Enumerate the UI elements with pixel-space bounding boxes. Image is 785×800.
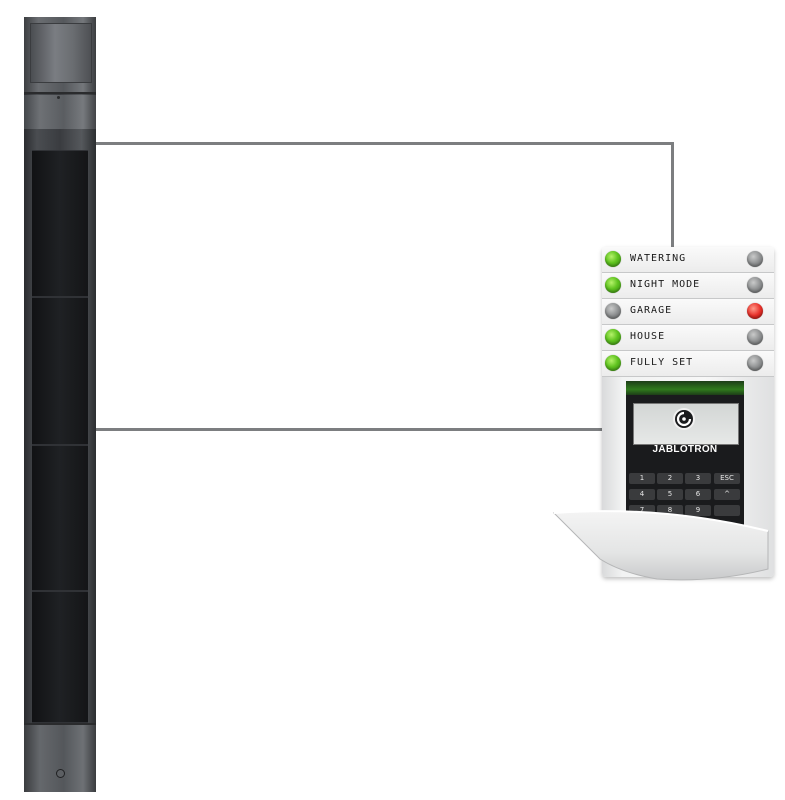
segment-led-left[interactable] xyxy=(605,277,621,293)
connection-line-right xyxy=(671,142,674,252)
segment-label: FULLY SET xyxy=(630,357,694,368)
segment-led-left[interactable] xyxy=(605,303,621,319)
connection-line-top xyxy=(96,142,674,145)
key-7[interactable]: 7 xyxy=(629,505,655,516)
segment-led-left[interactable] xyxy=(605,251,621,267)
column-cap-lens xyxy=(30,23,92,83)
jablotron-logo-icon xyxy=(673,408,695,430)
collar-dot-icon xyxy=(57,96,60,99)
segment-led-left[interactable] xyxy=(605,355,621,371)
segment-led-right[interactable] xyxy=(747,329,763,345)
segment-watering[interactable]: WATERING xyxy=(602,247,774,273)
brand-name: JABLOTRON xyxy=(652,444,718,455)
segment-led-left[interactable] xyxy=(605,329,621,345)
segment-fully-set[interactable]: FULLY SET xyxy=(602,351,774,377)
key-9[interactable]: 9 xyxy=(685,505,711,516)
connection-line-bottom xyxy=(96,428,608,431)
key-2[interactable]: 2 xyxy=(657,473,683,484)
segment-label: WATERING xyxy=(630,253,687,264)
segment-garage[interactable]: GARAGE xyxy=(602,299,774,325)
key-6[interactable]: 6 xyxy=(685,489,711,500)
segment-led-right[interactable] xyxy=(747,355,763,371)
access-keypad: WATERING NIGHT MODE GARAGE HOUSE FULLY S… xyxy=(552,247,774,583)
segment-label: GARAGE xyxy=(630,305,673,316)
key-8[interactable]: 8 xyxy=(657,505,683,516)
key-3[interactable]: 3 xyxy=(685,473,711,484)
key-1[interactable]: 1 xyxy=(629,473,655,484)
key-esc[interactable]: ESC xyxy=(714,473,740,484)
key-4[interactable]: 4 xyxy=(629,489,655,500)
segment-house[interactable]: HOUSE xyxy=(602,325,774,351)
keypad-cover[interactable] xyxy=(552,509,770,583)
column-collar xyxy=(24,95,96,129)
segment-led-right[interactable] xyxy=(747,303,763,319)
segment-led-right[interactable] xyxy=(747,251,763,267)
segment-label: NIGHT MODE xyxy=(630,279,701,290)
segment-night-mode[interactable]: NIGHT MODE xyxy=(602,273,774,299)
beam-column xyxy=(24,17,96,792)
column-window-4 xyxy=(32,591,88,723)
key-down[interactable] xyxy=(714,505,740,516)
column-cap xyxy=(24,17,96,94)
status-light-strip xyxy=(626,381,744,395)
screw-icon xyxy=(56,769,65,778)
segment-label: HOUSE xyxy=(630,331,666,342)
key-up[interactable]: ^ xyxy=(714,489,740,500)
key-5[interactable]: 5 xyxy=(657,489,683,500)
column-window-1 xyxy=(32,150,88,297)
column-window-3 xyxy=(32,445,88,591)
segment-led-right[interactable] xyxy=(747,277,763,293)
column-window-2 xyxy=(32,297,88,445)
column-foot xyxy=(24,723,96,792)
